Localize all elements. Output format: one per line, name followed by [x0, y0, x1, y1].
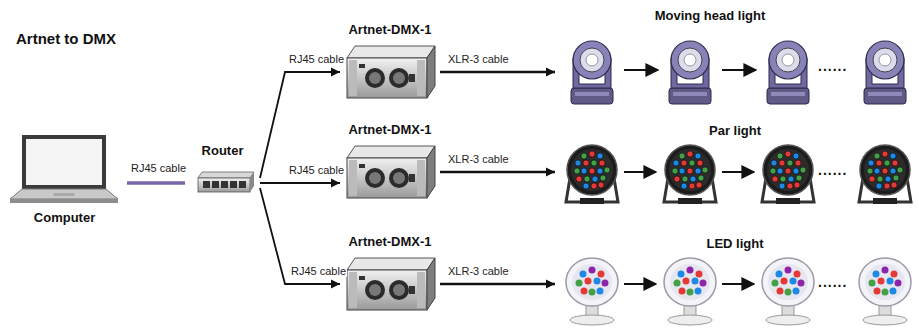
computer-node: Computer — [2, 130, 127, 225]
cable-line — [440, 71, 555, 74]
cable-connector — [440, 168, 555, 177]
cable-label: RJ45 cable — [288, 53, 345, 65]
arrowhead — [546, 168, 555, 177]
converter-box: Artnet-DMX-1 — [340, 234, 440, 319]
light-group: LED light — [555, 236, 915, 328]
cable-label: RJ45 cable — [288, 164, 345, 176]
continuation-dots: ...... — [818, 58, 847, 74]
arrowhead — [331, 280, 340, 289]
node-label: Par light — [707, 123, 763, 138]
cable-label: XLR-3 cable — [447, 53, 510, 65]
arrowhead — [546, 280, 555, 289]
light-group: Par light — [555, 123, 915, 218]
converter-box: Artnet-DMX-1 — [340, 22, 440, 107]
cable-line — [260, 182, 340, 184]
cable-connector — [127, 183, 185, 184]
router-node: Router — [185, 143, 260, 198]
node-label: LED light — [704, 236, 765, 251]
light-group: Moving head light — [555, 8, 915, 113]
node-label: Artnet-DMX-1 — [346, 22, 433, 37]
continuation-dots: ...... — [818, 274, 847, 290]
arrowhead — [331, 179, 340, 188]
node-label: Artnet-DMX-1 — [346, 234, 433, 249]
cable-label: RJ45 cable — [290, 265, 347, 277]
arrowhead — [331, 68, 340, 77]
cable-line — [440, 171, 555, 174]
node-label: Artnet-DMX-1 — [346, 122, 433, 137]
converter-box: Artnet-DMX-1 — [340, 122, 440, 207]
cable-label: XLR-3 cable — [447, 153, 510, 165]
node-label: Computer — [32, 210, 97, 225]
cable-connector — [260, 179, 340, 188]
arrowhead — [546, 68, 555, 77]
cable-label: RJ45 cable — [130, 162, 187, 174]
cable-line — [440, 283, 555, 286]
cable-line — [260, 72, 340, 178]
diagram-title: Artnet to DMX — [16, 30, 116, 47]
node-label: Router — [200, 143, 246, 158]
cable-connector — [260, 68, 340, 179]
continuation-dots: ...... — [818, 162, 847, 178]
cable-label: XLR-3 cable — [447, 265, 510, 277]
cable-line — [127, 181, 185, 185]
cable-connector — [440, 68, 555, 77]
node-label: Moving head light — [653, 8, 768, 23]
cable-connector — [440, 280, 555, 289]
